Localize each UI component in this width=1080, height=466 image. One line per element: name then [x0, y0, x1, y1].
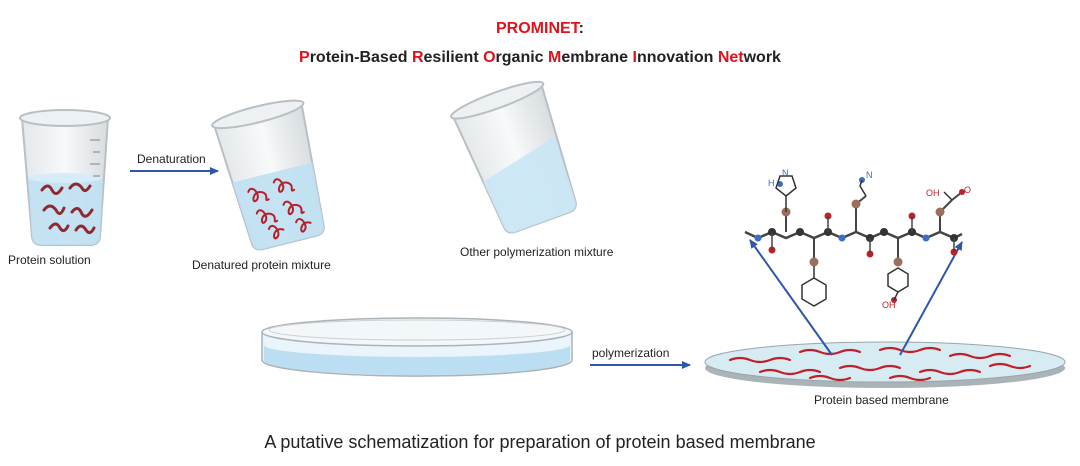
zoom-arrow-left [749, 239, 833, 356]
membrane-disc [704, 341, 1066, 388]
atom-label-o: OH [926, 188, 940, 198]
beaker-protein-solution [19, 109, 111, 246]
label-membrane: Protein based membrane [814, 393, 949, 407]
title-word: rganic [495, 49, 549, 66]
title-acronym: PROMINET: [0, 20, 1080, 38]
peptide-molecule [744, 175, 965, 307]
acronym-colon: : [578, 20, 584, 37]
title-word: esilient [423, 49, 484, 66]
label-protein-solution: Protein solution [8, 253, 91, 267]
title-initial: M [548, 49, 562, 66]
title-word: nnovation [636, 49, 718, 66]
title-initial: P [299, 49, 310, 66]
title-initial: R [411, 49, 424, 66]
title-word: rotein-Based [309, 49, 412, 66]
atom-label-h: H [768, 178, 775, 188]
title-expansion: Protein-Based Resilient Organic Membrane… [0, 49, 1080, 67]
title-word: work [743, 49, 781, 66]
label-denatured-mixture: Denatured protein mixture [192, 258, 331, 272]
atom-label-o2: O [964, 185, 972, 195]
title-initial: Net [717, 49, 744, 66]
acronym-text: PROMINET [496, 20, 579, 37]
atom-label-n2: N [866, 170, 873, 180]
title-initial: I [632, 49, 637, 66]
figure-caption: A putative schematization for preparatio… [264, 432, 816, 452]
label-other-mixture: Other polymerization mixture [460, 245, 614, 259]
title-word: embrane [561, 49, 633, 66]
title-initial: O [483, 49, 496, 66]
petri-dish [261, 317, 573, 377]
atom-label-oh: OH [882, 300, 896, 310]
beaker-denatured [211, 99, 325, 251]
label-polymerization: polymerization [592, 346, 670, 360]
atom-label-n1: N [782, 168, 789, 178]
label-denaturation: Denaturation [137, 152, 206, 166]
beaker-other-mixture [450, 80, 577, 234]
zoom-arrow-right [899, 241, 963, 356]
